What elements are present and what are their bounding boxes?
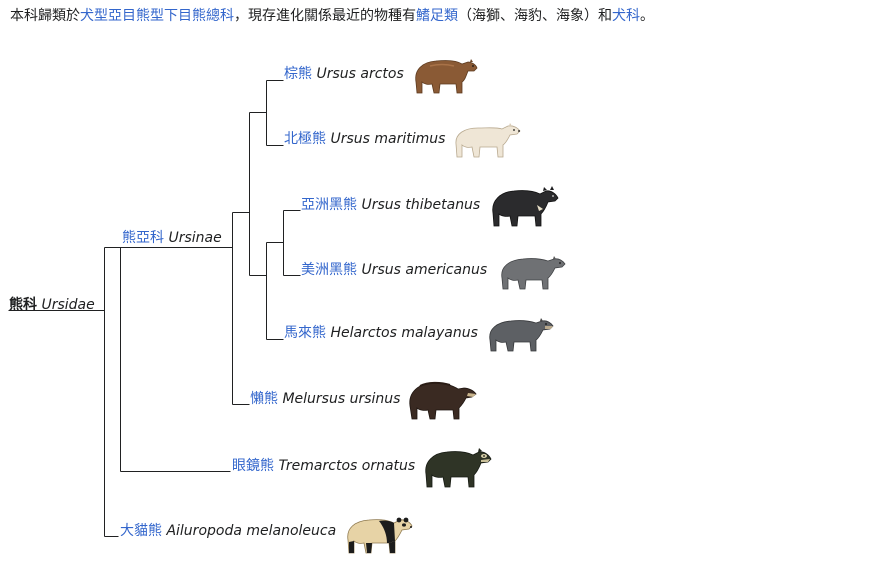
link-ursoidea[interactable]: 熊總科 [192,8,234,24]
ursidae-cn: 熊科 [9,297,37,313]
intro-text-2: ，現存進化關係最近的物種有 [234,8,416,24]
brown-bear-cn[interactable]: 棕熊 [284,66,312,82]
spectacled-bear-cn[interactable]: 眼鏡熊 [232,458,274,474]
brown-bear-sci: Ursus arctos [316,66,404,82]
leaf-sloth-bear: 懶熊 Melursus ursinus [250,390,400,408]
polar-bear-icon [455,123,521,158]
link-canidae[interactable]: 犬科 [612,8,640,24]
sun-bear-sci: Helarctos malayanus [330,325,478,341]
giant-panda-icon [347,517,413,554]
brown-bear-icon [415,59,478,94]
intro-text-1: 本科歸類於 [10,8,80,24]
ursidae-sci: Ursidae [41,297,95,313]
leaf-american-black-bear: 美洲黑熊 Ursus americanus [301,261,487,279]
ursinae-cn[interactable]: 熊亞科 [122,230,164,246]
asian-black-bear-icon [492,186,559,227]
sun-bear-cn[interactable]: 馬來熊 [284,325,326,341]
american-black-bear-icon [501,256,566,290]
american-black-bear-sci: Ursus americanus [361,262,488,278]
ursinae-sci: Ursinae [168,230,222,246]
asian-black-bear-cn[interactable]: 亞洲黑熊 [301,197,357,213]
polar-bear-cn[interactable]: 北極熊 [284,131,326,147]
link-arctoidea[interactable]: 熊型下目 [136,8,192,24]
leaf-sun-bear: 馬來熊 Helarctos malayanus [284,324,478,342]
spectacled-bear-sci: Tremarctos ornatus [278,458,416,474]
spectacled-bear-icon [425,448,492,488]
leaf-giant-panda: 大貓熊 Ailuropoda melanoleuca [120,522,336,540]
leaf-spectacled-bear: 眼鏡熊 Tremarctos ornatus [232,457,415,475]
intro-sentence: 本科歸類於犬型亞目熊型下目熊總科，現存進化關係最近的物種有鰭足類（海獅、海豹、海… [10,7,860,25]
node-ursidae: 熊科 Ursidae [9,296,95,314]
asian-black-bear-sci: Ursus thibetanus [361,197,481,213]
sun-bear-icon [489,318,554,352]
link-caniformia[interactable]: 犬型亞目 [80,8,136,24]
leaf-asian-black-bear: 亞洲黑熊 Ursus thibetanus [301,196,480,214]
sloth-bear-cn[interactable]: 懶熊 [250,391,278,407]
sloth-bear-icon [409,381,477,420]
polar-bear-sci: Ursus maritimus [330,131,446,147]
giant-panda-sci: Ailuropoda melanoleuca [166,523,337,539]
intro-text-4: 。 [640,8,654,24]
node-ursinae: 熊亞科 Ursinae [122,229,222,247]
link-pinnipedia[interactable]: 鰭足類 [416,8,458,24]
intro-text-3: （海獅、海豹、海象）和 [458,8,612,24]
american-black-bear-cn[interactable]: 美洲黑熊 [301,262,357,278]
leaf-brown-bear: 棕熊 Ursus arctos [284,65,404,83]
leaf-polar-bear: 北極熊 Ursus maritimus [284,130,445,148]
giant-panda-cn[interactable]: 大貓熊 [120,523,162,539]
sloth-bear-sci: Melursus ursinus [282,391,401,407]
